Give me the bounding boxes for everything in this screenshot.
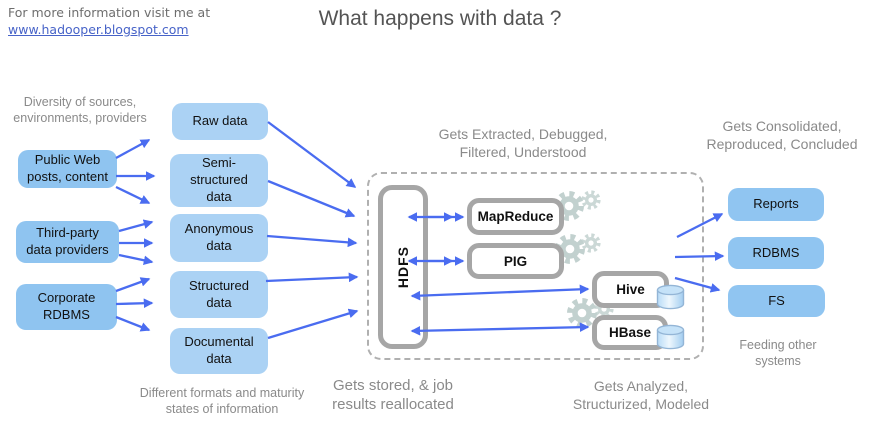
output-box-fs: FS (728, 285, 825, 317)
source-box-corporate-rdbms: Corporate RDBMS (16, 284, 117, 330)
label-formats: Different formats and maturity states of… (139, 386, 305, 416)
mapreduce-box: MapReduce (467, 198, 564, 235)
label-diversity: Diversity of sources, environments, prov… (13, 95, 147, 125)
output-box-reports: Reports (728, 188, 824, 221)
label-analyzed: Gets Analyzed, Structurized, Modeled (572, 378, 710, 412)
hdfs-label: HDFS (395, 245, 411, 289)
hive-box: Hive (592, 271, 669, 308)
label-feeding: Feeding other systems (739, 338, 817, 368)
data-box-documental: Documental data (170, 328, 268, 374)
output-box-rdbms: RDBMS (728, 237, 824, 269)
source-fan-arrows (115, 138, 156, 332)
source-box-public-web: Public Web posts, content (18, 150, 117, 188)
blog-link[interactable]: www.hadooper.blogspot.com (8, 21, 189, 37)
data-box-anonymous: Anonymous data (170, 214, 268, 262)
data-box-semi-structured: Semi- structured data (170, 154, 268, 207)
source-box-third-party: Third-party data providers (16, 221, 119, 263)
label-stored: Gets stored, & job results reallocated (332, 377, 454, 414)
info-block: For more information visit me at www.had… (8, 5, 210, 39)
label-consolidated: Gets Consolidated, Reproduced, Concluded (706, 118, 858, 152)
page-title: What happens with data ? (318, 7, 562, 30)
data-box-raw: Raw data (172, 103, 268, 140)
hadoop-platform-frame (367, 172, 704, 360)
data-to-hdfs-arrows (265, 121, 359, 340)
label-extracted: Gets Extracted, Debugged, Filtered, Unde… (438, 126, 608, 160)
info-text: For more information visit me at (8, 5, 211, 20)
data-box-structured: Structured data (170, 271, 268, 318)
pig-box: PIG (467, 243, 564, 279)
hbase-box: HBase (592, 315, 668, 350)
hdfs-box: HDFS (378, 185, 428, 349)
